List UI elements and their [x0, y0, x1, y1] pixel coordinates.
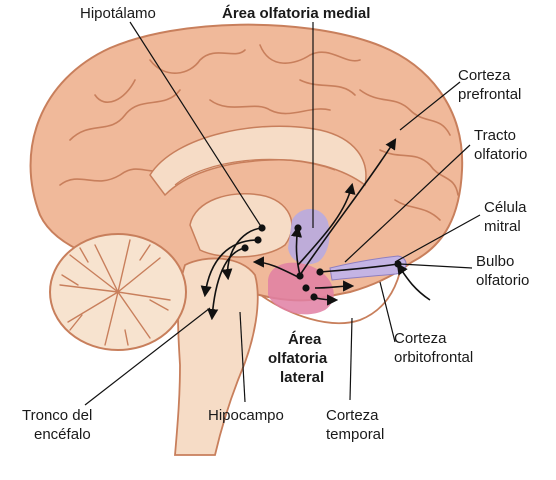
label-temporal-1: Corteza: [326, 407, 379, 424]
label-bulbo-1: Bulbo: [476, 253, 514, 270]
label-corteza-prefrontal-2: prefrontal: [458, 86, 521, 103]
leader-lines: [84, 21, 481, 406]
label-orbito-2: orbitofrontal: [394, 349, 473, 366]
label-lateral-1: Área: [288, 331, 322, 348]
nodes: [241, 224, 402, 301]
thalamus: [189, 193, 293, 258]
label-orbito-1: Corteza: [394, 330, 447, 347]
label-hipotalamo: Hipotálamo: [80, 5, 156, 22]
label-bulbo-2: olfatorio: [476, 272, 529, 289]
label-celula-2: mitral: [484, 218, 521, 235]
lateral-olfactory-area: [268, 262, 334, 315]
label-hipocampo: Hipocampo: [208, 407, 284, 424]
label-temporal-2: temporal: [326, 426, 384, 443]
label-tronco-1: Tronco del: [22, 407, 92, 424]
label-tracto-2: olfatorio: [474, 146, 527, 163]
label-tronco-2: encéfalo: [34, 426, 91, 443]
label-lateral-2: olfatoria: [268, 350, 328, 367]
pathway-arrows: [200, 138, 431, 321]
label-lateral-3: lateral: [280, 369, 324, 386]
label-tracto-1: Tracto: [474, 127, 516, 144]
medial-olfactory-area: [288, 208, 330, 265]
label-area-medial: Área olfatoria medial: [222, 5, 370, 22]
cerebellum: [49, 233, 187, 351]
brainstem: [174, 257, 259, 456]
label-corteza-prefrontal-1: Corteza: [458, 67, 511, 84]
label-celula-1: Célula: [484, 199, 527, 216]
